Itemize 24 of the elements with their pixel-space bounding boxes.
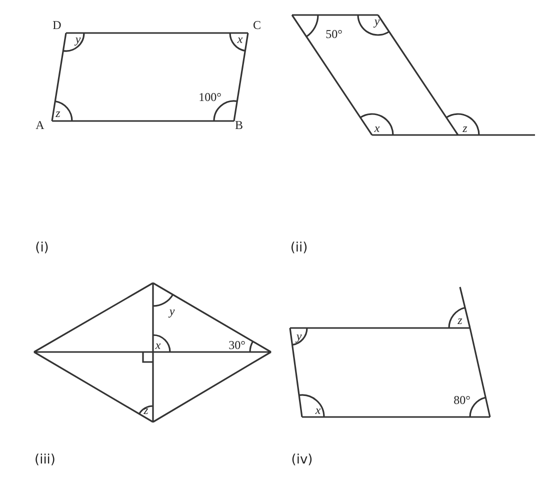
angle-label: z bbox=[458, 314, 462, 326]
angle-label: x bbox=[155, 339, 161, 351]
angle-label: x bbox=[237, 33, 243, 45]
angle-measure: 100° bbox=[198, 91, 222, 103]
figure-caption: (ii) bbox=[290, 242, 308, 254]
angle-label: z bbox=[144, 404, 148, 416]
figure-caption: (i) bbox=[35, 242, 49, 254]
angle-label: y bbox=[296, 330, 302, 342]
figure-caption: (iii) bbox=[34, 454, 56, 466]
figure-caption: (iv) bbox=[291, 454, 313, 466]
angle-label: x bbox=[315, 404, 321, 416]
angle-measure: 80° bbox=[454, 394, 470, 406]
angle-label: z bbox=[56, 107, 60, 119]
vertex-label: C bbox=[253, 19, 261, 31]
vertex-label: D bbox=[52, 19, 62, 31]
angle-measure: 50° bbox=[326, 28, 342, 40]
angle-label: y bbox=[169, 305, 175, 317]
angle-label: y bbox=[75, 33, 81, 45]
vertex-label: B bbox=[235, 119, 243, 131]
angle-label: y bbox=[374, 15, 380, 27]
vertex-label: A bbox=[36, 119, 44, 131]
angle-label: x bbox=[374, 122, 380, 134]
angle-measure: 30° bbox=[228, 339, 246, 351]
angle-label: z bbox=[462, 122, 468, 134]
